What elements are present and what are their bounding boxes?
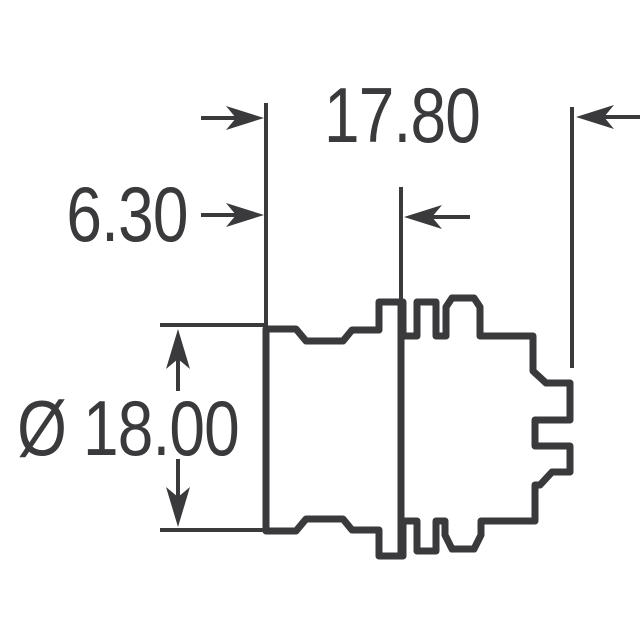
arrowhead-up-icon [166, 329, 190, 369]
arrowhead-right-icon [226, 203, 264, 227]
arrowhead-left-icon [404, 205, 442, 229]
dimension-label-overall-length: 17.80 [324, 71, 481, 159]
part-outline [262, 294, 574, 560]
arrowhead-right-icon [226, 106, 264, 130]
arrowhead-left-icon [576, 105, 614, 129]
arrowhead-down-icon [166, 487, 190, 527]
dimension-label-body-diameter: Ø 18.00 [17, 384, 240, 472]
dimension-label-bushing-length: 6.30 [66, 170, 188, 258]
